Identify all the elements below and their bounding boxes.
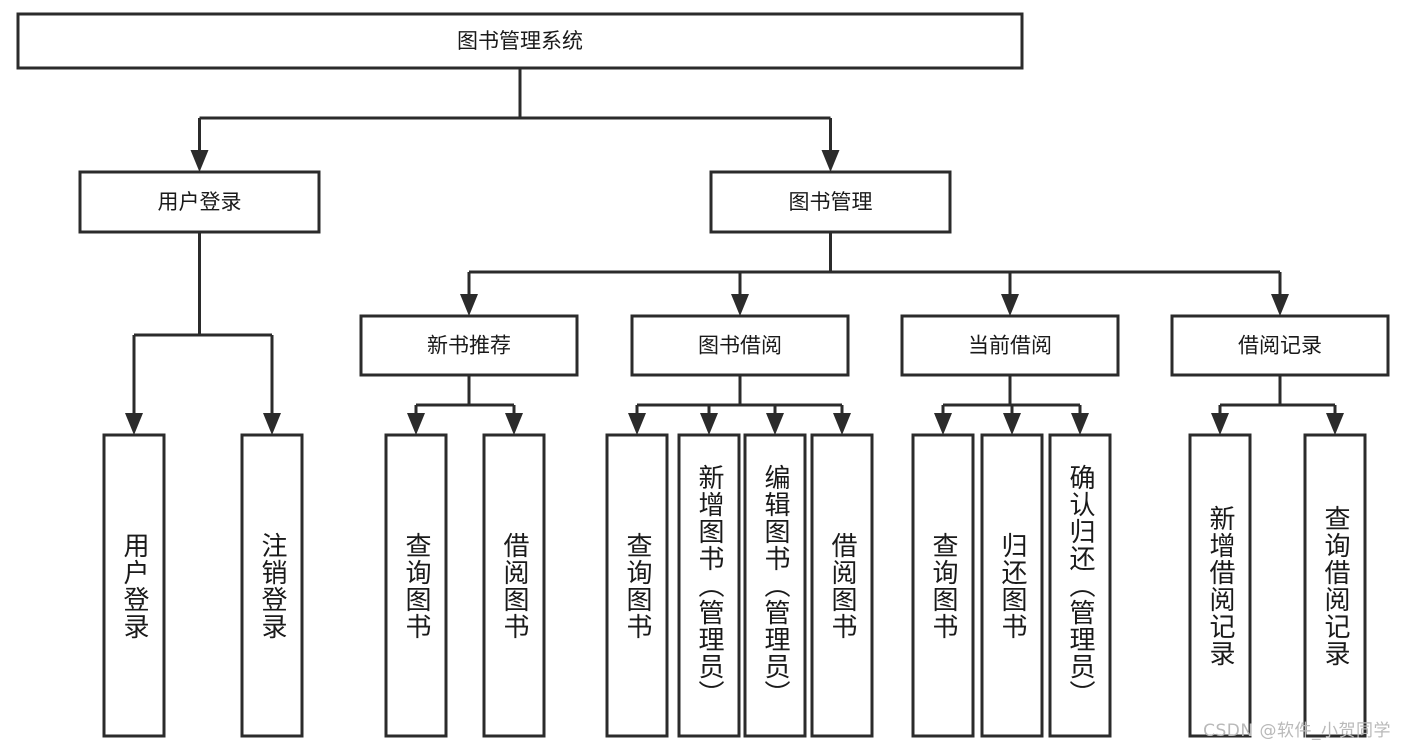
- node-label-current-borrow: 当前借阅: [968, 334, 1052, 358]
- watermark-text: CSDN @软件_小贺同学: [1203, 721, 1391, 741]
- node-box-leaf-logout-login[interactable]: [240, 433, 304, 738]
- node-box-leaf-add-borrow-record[interactable]: [1188, 433, 1252, 738]
- connector-root-to-level2: [190, 68, 840, 172]
- node-label-book-manage: 图书管理: [789, 190, 873, 214]
- arrow-head-current-borrow-to-leaves-1: [1003, 413, 1021, 435]
- arrow-head-book-borrow-to-leaves-0: [628, 413, 646, 435]
- arrow-head-user-login-to-leaves-0: [125, 413, 143, 435]
- node-label-user-login: 用户登录: [158, 190, 242, 214]
- arrow-head-user-login-to-leaves-1: [263, 413, 281, 435]
- node-box-leaf-return-book[interactable]: [980, 433, 1044, 738]
- arrow-head-current-borrow-to-leaves-2: [1071, 413, 1089, 435]
- arrow-head-root-to-level2-1: [821, 150, 840, 172]
- arrow-head-borrow-record-to-leaves-0: [1211, 413, 1229, 435]
- arrow-head-borrow-record-to-leaves-1: [1326, 413, 1344, 435]
- arrow-head-book-manage-to-level3-0: [460, 294, 478, 316]
- node-box-book-manage[interactable]: [709, 170, 952, 234]
- arrow-head-book-borrow-to-leaves-3: [833, 413, 851, 435]
- node-box-leaf-add-book-admin[interactable]: [677, 433, 741, 738]
- connector-book-borrow-to-leaves: [628, 375, 851, 435]
- connector-user-login-to-leaves: [125, 232, 281, 435]
- connector-new-book-recommend-to-leaves: [407, 375, 523, 435]
- arrow-head-root-to-level2-0: [190, 150, 209, 172]
- node-box-leaf-query-book-1[interactable]: [384, 433, 448, 738]
- arrow-head-book-manage-to-level3-1: [731, 294, 749, 316]
- connector-book-manage-to-level3: [460, 232, 1289, 316]
- arrow-head-book-manage-to-level3-2: [1001, 294, 1019, 316]
- node-box-leaf-edit-book-admin[interactable]: [743, 433, 807, 738]
- node-box-leaf-query-book-3[interactable]: [911, 433, 975, 738]
- arrow-head-book-manage-to-level3-3: [1271, 294, 1289, 316]
- node-box-leaf-user-login[interactable]: [102, 433, 166, 738]
- connector-current-borrow-to-leaves: [934, 375, 1089, 435]
- connector-borrow-record-to-leaves: [1211, 375, 1344, 435]
- node-box-leaf-query-book-2[interactable]: [605, 433, 669, 738]
- node-box-root[interactable]: [16, 12, 1024, 70]
- node-box-user-login[interactable]: [78, 170, 321, 234]
- node-box-new-book-recommend[interactable]: [359, 314, 579, 377]
- arrow-head-book-borrow-to-leaves-2: [766, 413, 784, 435]
- node-box-leaf-confirm-return-admin[interactable]: [1048, 433, 1112, 738]
- node-box-leaf-borrow-book-2[interactable]: [810, 433, 874, 738]
- node-box-borrow-record[interactable]: [1170, 314, 1390, 377]
- node-box-leaf-query-borrow-record[interactable]: [1303, 433, 1367, 738]
- node-label-book-borrow: 图书借阅: [698, 334, 782, 358]
- node-box-book-borrow[interactable]: [630, 314, 850, 377]
- connector-layer: [125, 68, 1344, 435]
- arrow-head-book-borrow-to-leaves-1: [700, 413, 718, 435]
- arrow-head-new-book-recommend-to-leaves-1: [505, 413, 523, 435]
- node-box-current-borrow[interactable]: [900, 314, 1120, 377]
- node-box-leaf-borrow-book-1[interactable]: [482, 433, 546, 738]
- node-label-borrow-record: 借阅记录: [1238, 334, 1322, 358]
- node-label-root: 图书管理系统: [457, 29, 583, 53]
- arrow-head-new-book-recommend-to-leaves-0: [407, 413, 425, 435]
- node-label-new-book-recommend: 新书推荐: [427, 334, 511, 358]
- arrow-head-current-borrow-to-leaves-0: [934, 413, 952, 435]
- node-layer: [16, 12, 1390, 738]
